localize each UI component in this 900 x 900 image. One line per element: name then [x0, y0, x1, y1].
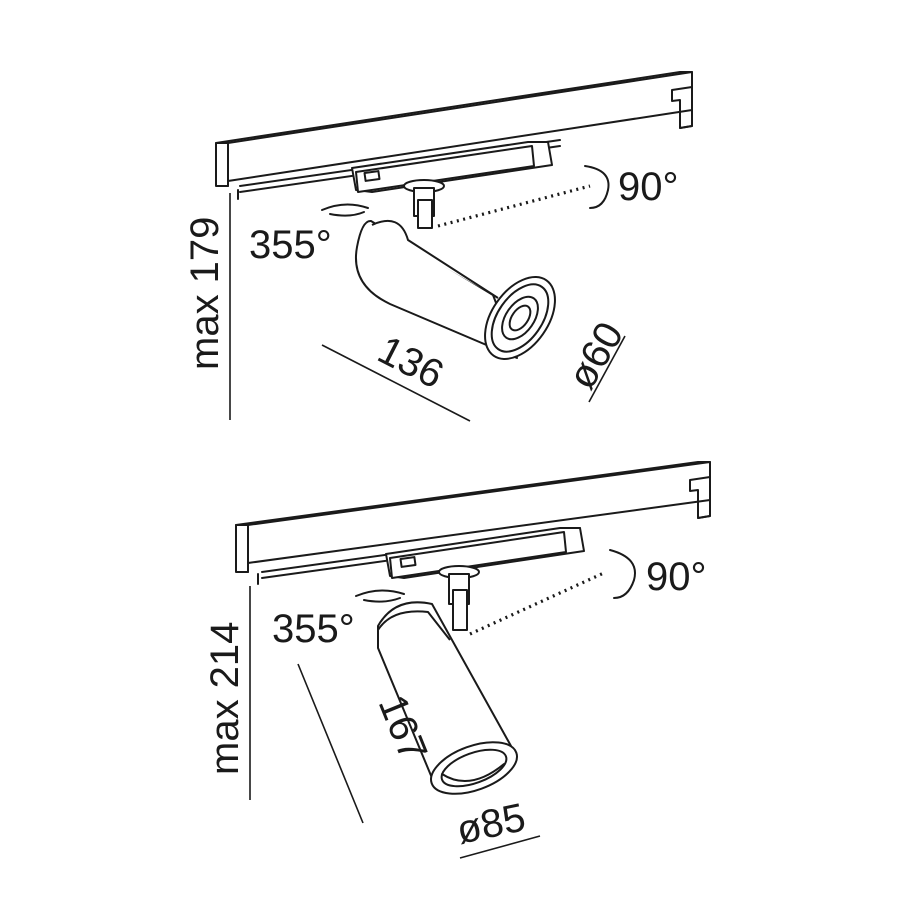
top-fixture [215, 71, 693, 422]
top-diameter-label: ø60 [560, 315, 633, 397]
bottom-rotation-vertical-label: 90° [646, 555, 707, 599]
top-rotation-horizontal-label: 355° [249, 223, 332, 267]
top-rotation-vertical-label: 90° [618, 165, 679, 209]
top-length-label: 136 [371, 328, 450, 398]
bottom-diameter-label: ø85 [453, 795, 530, 852]
top-adapter [351, 141, 553, 193]
bottom-fixture [235, 461, 711, 859]
bottom-stem [438, 565, 480, 631]
top-height-label: max 179 [183, 217, 227, 370]
bottom-adapter [385, 527, 585, 579]
bottom-rotation-horizontal-label: 355° [272, 607, 355, 651]
top-spotlight-body [355, 220, 556, 360]
bottom-height-label: max 214 [203, 622, 247, 775]
bottom-track-rail [235, 461, 711, 585]
top-stem [403, 179, 445, 229]
bottom-spotlight-body [377, 601, 518, 795]
